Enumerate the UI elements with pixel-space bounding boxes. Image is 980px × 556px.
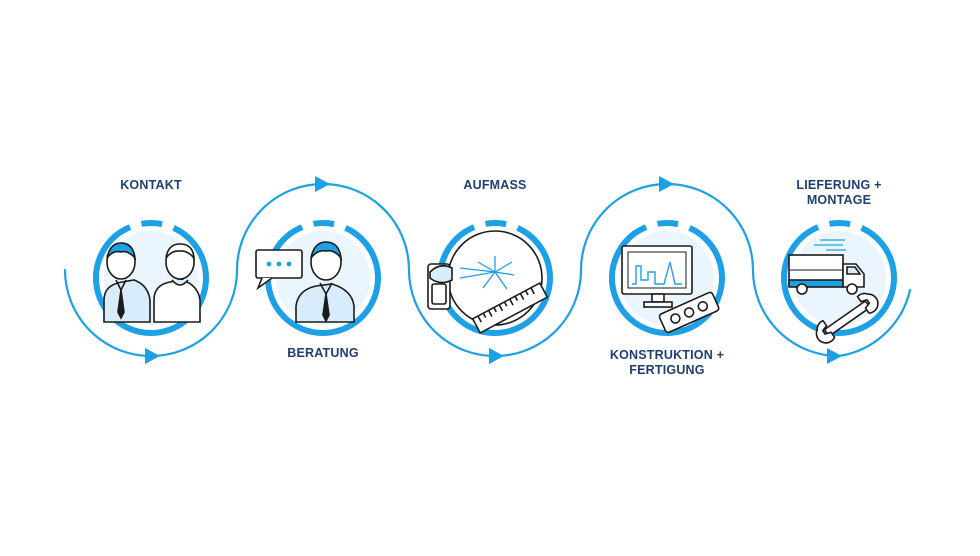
step-label-beratung: BERATUNG <box>238 346 408 361</box>
flow-arrow <box>827 348 842 364</box>
consultant-speech-bubble-icon <box>255 231 370 325</box>
step-title-line: LIEFERUNG + <box>796 178 882 192</box>
flow-arrow <box>489 348 504 364</box>
step-ring <box>93 220 209 336</box>
flow-arrow <box>145 348 160 364</box>
step-ring <box>609 220 725 336</box>
step-title-line: AUFMASS <box>463 178 527 192</box>
step-title-line: BERATUNG <box>287 346 359 360</box>
step-label-aufmass: AUFMASS <box>410 178 580 193</box>
flow-path <box>63 182 912 358</box>
step-title-line: MONTAGE <box>806 193 872 207</box>
step-ring <box>781 220 897 337</box>
step-label-konstruktion: KONSTRUKTION + FERTIGUNG <box>582 348 752 378</box>
two-people-icon <box>103 231 201 325</box>
laser-measure-ruler-icon <box>427 230 549 334</box>
truck-wrench-icon <box>788 231 886 344</box>
step-title-line: FERTIGUNG <box>629 363 705 377</box>
step-title-line: KONTAKT <box>120 178 182 192</box>
step-ring <box>265 220 381 336</box>
step-title-line: KONSTRUKTION + <box>609 348 725 362</box>
computer-monitor-icon <box>620 231 720 334</box>
step-label-kontakt: KONTAKT <box>66 178 236 193</box>
flow-arrow <box>315 176 330 192</box>
step-label-lieferung: LIEFERUNG + MONTAGE <box>754 178 924 208</box>
flow-arrow <box>659 176 674 192</box>
